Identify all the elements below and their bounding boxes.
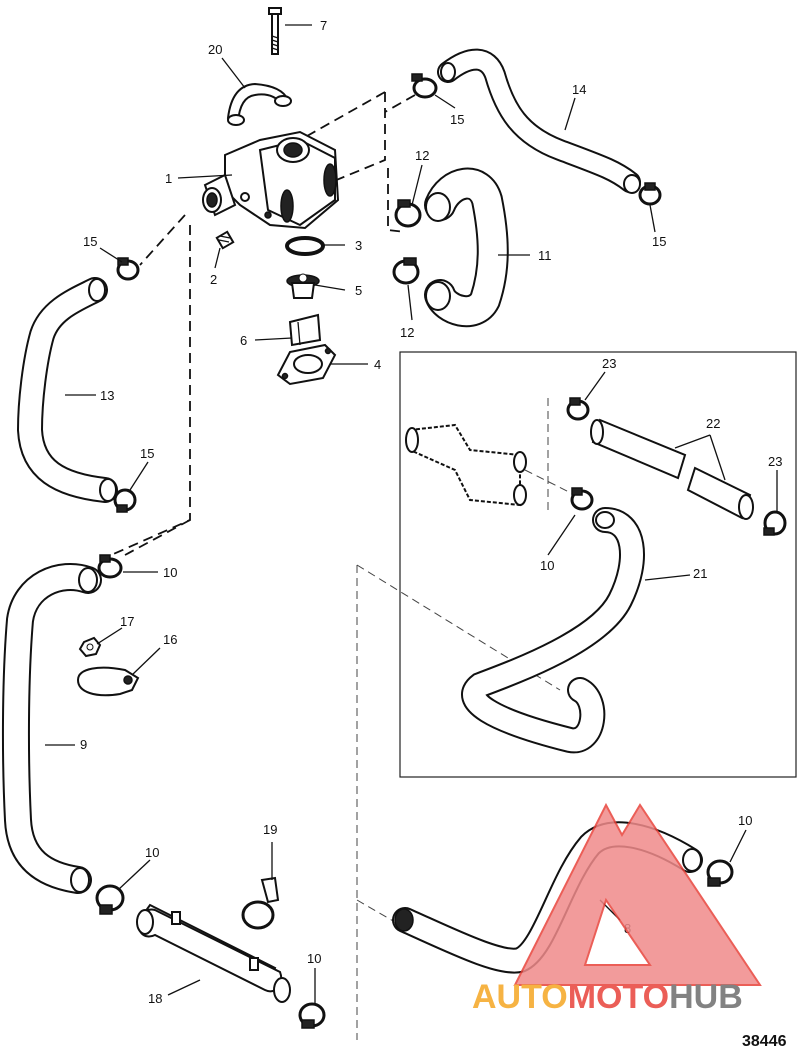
callout-4: 4 <box>374 357 381 372</box>
automotohub-watermark: AUTOMOTOHUB <box>472 802 762 1016</box>
callout-15-right: 15 <box>652 234 666 249</box>
callout-23-lower: 23 <box>768 454 782 469</box>
callout-6: 6 <box>240 333 247 348</box>
clamp-12-upper <box>394 199 422 228</box>
hose-clamps <box>95 73 787 1029</box>
thermostat-part-5 <box>286 273 320 299</box>
clamp-12-lower <box>392 257 420 285</box>
callout-10-right: 10 <box>738 813 752 828</box>
callout-7: 7 <box>320 18 327 33</box>
tube-part-22b <box>686 466 754 520</box>
watermark-moto: MOTO <box>568 978 669 1016</box>
clamp-15-left <box>116 257 140 281</box>
seal-ring-part-3 <box>285 236 325 256</box>
tube-part-22a <box>590 418 687 480</box>
clamp-10-lower-left <box>95 884 125 915</box>
plug-part-2 <box>215 230 235 250</box>
hose-part-14 <box>437 48 641 194</box>
bracket-part-20 <box>226 82 292 126</box>
callout-21: 21 <box>693 566 707 581</box>
callout-3: 3 <box>355 238 362 253</box>
callout-15-top: 15 <box>450 112 464 127</box>
callout-11: 11 <box>538 248 552 263</box>
gasket-part-4 <box>276 343 337 386</box>
clamp-10-bottom <box>298 1002 326 1029</box>
clamp-10-right <box>706 859 734 887</box>
callout-20: 20 <box>208 42 222 57</box>
callout-14: 14 <box>572 82 586 97</box>
thermostat-housing-part-1 <box>202 130 340 230</box>
clamp-10-upper <box>97 554 123 579</box>
hose-part-9 <box>1 563 102 894</box>
callout-9: 9 <box>80 737 87 752</box>
callout-5: 5 <box>355 283 362 298</box>
watermark-auto: AUTO <box>472 978 568 1016</box>
sleeve-part-6 <box>288 313 322 347</box>
callout-17: 17 <box>120 614 134 629</box>
hose-part-11 <box>424 167 509 328</box>
inset-frame <box>399 351 797 778</box>
callout-12-lower: 12 <box>400 325 414 340</box>
watermark-triangle-logo <box>513 802 762 986</box>
clamp-23-lower <box>763 510 787 536</box>
clamp-15-lower <box>113 488 137 513</box>
svg-text:AUTOMOTOHUB: AUTOMOTOHUB <box>472 978 743 1016</box>
callout-1: 1 <box>165 171 172 186</box>
callout-10-inset: 10 <box>540 558 554 573</box>
callout-10-bottom: 10 <box>307 951 321 966</box>
callout-13: 13 <box>100 388 114 403</box>
hose-part-13 <box>16 277 118 503</box>
bolt-part-7 <box>268 7 282 55</box>
clamp-15-right <box>638 182 662 206</box>
clip-part-16 <box>76 666 140 697</box>
clamp-bracket-part-19 <box>241 876 280 930</box>
watermark-hub: HUB <box>669 978 743 1016</box>
clamp-15-top <box>411 73 438 99</box>
callout-23-upper: 23 <box>602 356 616 371</box>
clamp-23-upper <box>566 397 590 421</box>
cooler-part-18 <box>136 903 291 1003</box>
y-fitting-inset <box>405 423 527 507</box>
hose-part-21 <box>461 507 645 754</box>
figure-number: 38446 <box>742 1033 787 1050</box>
leader-lines <box>45 24 778 1005</box>
callout-16: 16 <box>163 632 177 647</box>
nut-part-17 <box>78 636 102 658</box>
callout-10-upper: 10 <box>163 565 177 580</box>
callout-10-lower-left: 10 <box>145 845 159 860</box>
clamp-10-inset <box>570 487 594 511</box>
callout-15-left: 15 <box>83 234 97 249</box>
callout-2: 2 <box>210 272 217 287</box>
callout-15-lower: 15 <box>140 446 154 461</box>
callout-19: 19 <box>263 822 277 837</box>
callout-18: 18 <box>148 991 162 1006</box>
callout-12-upper: 12 <box>415 148 429 163</box>
callout-22: 22 <box>706 416 720 431</box>
